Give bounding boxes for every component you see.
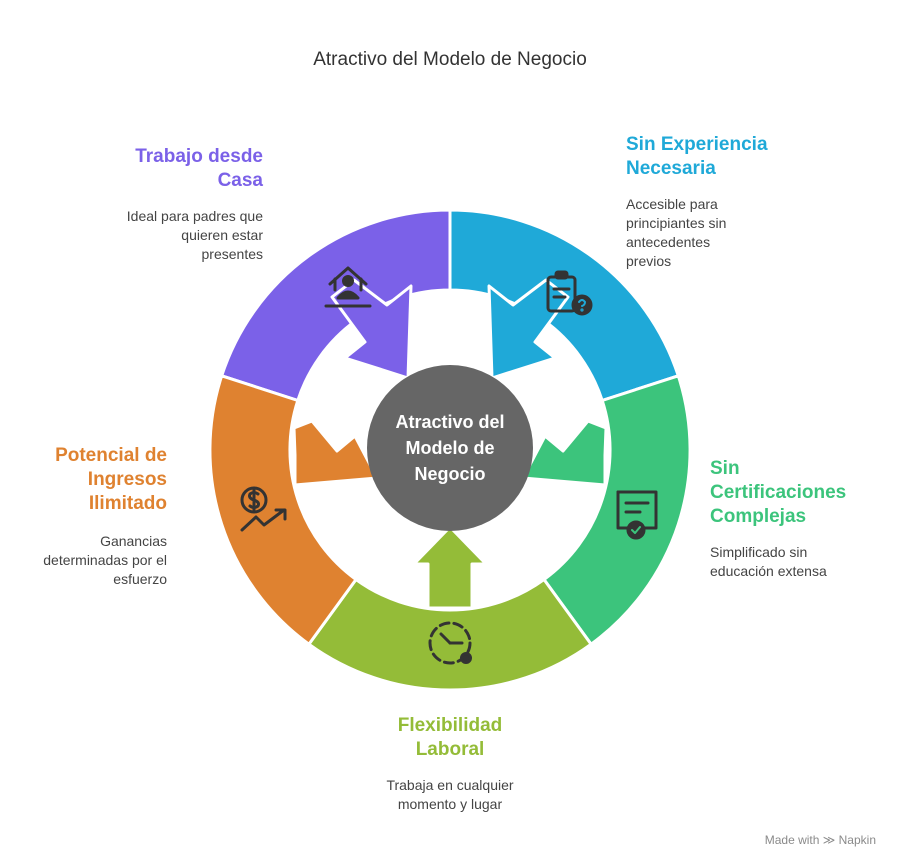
center-circle (367, 365, 533, 531)
segment-flexibilidad: Flexibilidad Laboral Trabaja en cualquie… (360, 714, 540, 814)
napkin-credit: Made with ≫ Napkin (764, 833, 876, 847)
segment-description: Ganancias determinadas por el esfuerzo (43, 533, 167, 587)
segment-sin-certificaciones: Sin Certificaciones Complejas Simplifica… (710, 457, 870, 581)
arrow-flexibilidad (412, 525, 488, 610)
segment-heading: Flexibilidad Laboral (397, 715, 503, 760)
segment-heading: Sin Certificaciones Complejas (710, 458, 847, 527)
segment-sin-experiencia: Sin Experiencia Necesaria Accesible para… (626, 133, 786, 271)
arrow-sin-certificaciones (521, 419, 608, 487)
segment-heading: Trabajo desde Casa (135, 146, 263, 191)
money-growth-icon (240, 486, 287, 532)
segment-description: Simplificado sin educación extensa (710, 544, 827, 579)
center-label: Atractivo del Modelo de Negocio (395, 412, 505, 484)
arrow-potencial-ingresos (292, 419, 379, 487)
certificate-check-icon (616, 490, 658, 540)
home-worker-icon (324, 266, 372, 308)
segment-potencial-ingresos: Potencial de Ingresos Ilimitado Ganancia… (40, 444, 167, 589)
segment-trabajo-desde-casa: Trabajo desde Casa Ideal para padres que… (120, 145, 263, 264)
segment-heading: Potencial de Ingresos Ilimitado (55, 445, 167, 514)
segment-description: Trabaja en cualquier momento y lugar (386, 777, 514, 812)
segment-heading: Sin Experiencia Necesaria (626, 134, 768, 179)
clipboard-question-icon (546, 270, 593, 316)
segment-description: Ideal para padres que quieren estar pres… (126, 208, 263, 262)
clock-dashed-icon (428, 621, 472, 665)
segment-description: Accesible para principiantes sin anteced… (626, 196, 727, 269)
diagram-title: Atractivo del Modelo de Negocio (313, 49, 587, 70)
